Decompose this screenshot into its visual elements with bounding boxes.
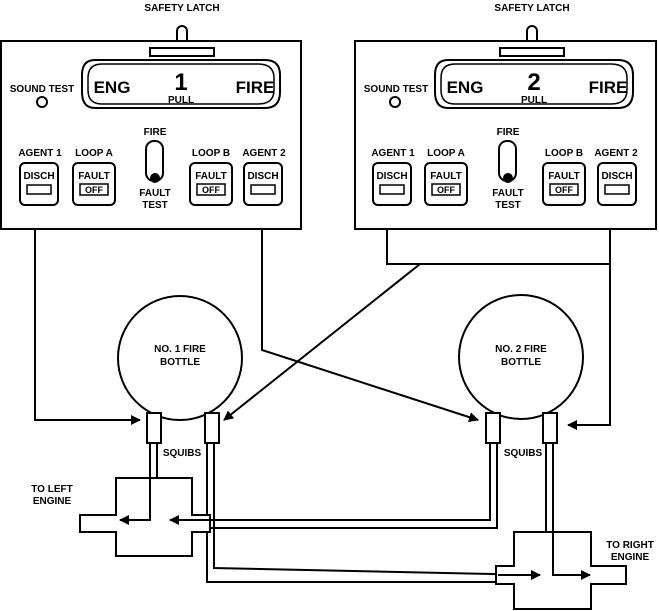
fire-test-label: FIRE bbox=[144, 127, 167, 138]
fire-bottle-1: NO. 1 FIRE BOTTLE SQUIBS bbox=[117, 295, 243, 459]
handle-pull-label: PULL bbox=[521, 95, 547, 106]
handle-eng-label: ENG bbox=[447, 78, 484, 97]
fire-fault-test-switch[interactable] bbox=[498, 140, 517, 183]
off-label: OFF bbox=[85, 185, 103, 195]
off-label: OFF bbox=[555, 185, 573, 195]
pipe-b2-left bbox=[174, 443, 491, 525]
safety-latch-label: SAFETY LATCH bbox=[144, 3, 219, 14]
fault-label: FAULT bbox=[195, 171, 226, 182]
fault-test-label: FAULT bbox=[492, 188, 523, 199]
agent-2-label: AGENT 2 bbox=[242, 148, 286, 159]
agent-1-disch-button[interactable]: DISCH bbox=[19, 162, 59, 206]
loop-a-fault-button[interactable]: FAULT OFF bbox=[424, 162, 468, 206]
left-engine-manifold: TO LEFT ENGINE bbox=[31, 477, 211, 557]
loop-b-fault-button[interactable]: FAULT OFF bbox=[542, 162, 586, 206]
disch-light bbox=[250, 184, 276, 195]
agent-2-label: AGENT 2 bbox=[594, 148, 638, 159]
handle-eng-label: ENG bbox=[94, 78, 131, 97]
disch-light bbox=[26, 184, 52, 195]
pipe-b1-right-inner bbox=[213, 443, 541, 576]
sound-test-button[interactable] bbox=[389, 96, 401, 108]
test-label: TEST bbox=[495, 200, 521, 211]
fire-control-panel-2: SAFETY LATCH ENG 2 PULL FIRE SOUND TEST … bbox=[354, 3, 657, 230]
off-label: OFF bbox=[202, 185, 220, 195]
right-engine-label-line1: TO RIGHT bbox=[606, 540, 654, 551]
loop-a-label: LOOP A bbox=[75, 148, 113, 159]
right-engine-label-line2: ENGINE bbox=[611, 552, 650, 563]
test-label: TEST bbox=[142, 200, 168, 211]
fault-label: FAULT bbox=[548, 171, 579, 182]
sound-test-label: SOUND TEST bbox=[364, 84, 428, 95]
squib-left bbox=[146, 412, 162, 444]
disch-label: DISCH bbox=[601, 171, 632, 182]
fire-control-panel-1: SAFETY LATCH ENG 1 PULL FIRE SOUND TEST … bbox=[0, 3, 302, 230]
wire-p1-agent2 bbox=[261, 229, 479, 422]
disch-light bbox=[379, 184, 405, 195]
loop-b-label: LOOP B bbox=[192, 148, 230, 159]
bottle-2-label-line1: NO. 2 FIRE bbox=[495, 344, 547, 355]
handle-fire-label: FIRE bbox=[236, 78, 275, 97]
agent-2-disch-button[interactable]: DISCH bbox=[243, 162, 283, 206]
pipe-b1-right bbox=[206, 443, 505, 583]
disch-label: DISCH bbox=[23, 171, 54, 182]
wiring bbox=[34, 229, 611, 430]
disch-light bbox=[604, 184, 630, 195]
sound-test-label: SOUND TEST bbox=[10, 84, 74, 95]
agent-piping bbox=[119, 443, 591, 583]
off-label: OFF bbox=[437, 185, 455, 195]
bottle-1-body bbox=[117, 295, 243, 421]
squib-right bbox=[542, 412, 558, 444]
loop-a-label: LOOP A bbox=[427, 148, 465, 159]
loop-a-fault-button[interactable]: FAULT OFF bbox=[72, 162, 116, 206]
agent-1-label: AGENT 1 bbox=[371, 148, 415, 159]
wire-p2-agent2 bbox=[567, 264, 611, 430]
loop-b-fault-button[interactable]: FAULT OFF bbox=[189, 162, 233, 206]
squib-left bbox=[485, 412, 501, 444]
handle-fire-label: FIRE bbox=[589, 78, 628, 97]
handle-pull-label: PULL bbox=[168, 95, 194, 106]
fire-fault-test-switch[interactable] bbox=[145, 140, 164, 183]
handle-number: 2 bbox=[527, 69, 540, 96]
left-engine-label-line2: ENGINE bbox=[33, 496, 72, 507]
handle-number: 1 bbox=[174, 69, 187, 96]
agent-2-disch-button[interactable]: DISCH bbox=[597, 162, 637, 206]
eng-fire-handle-1[interactable]: ENG 1 PULL FIRE bbox=[81, 59, 281, 109]
fire-bottle-2: NO. 2 FIRE BOTTLE SQUIBS bbox=[458, 294, 584, 459]
agent-1-label: AGENT 1 bbox=[18, 148, 62, 159]
wire-p1-agent1 bbox=[34, 229, 141, 425]
fire-test-label: FIRE bbox=[497, 127, 520, 138]
safety-latch-label: SAFETY LATCH bbox=[494, 3, 569, 14]
squib-right bbox=[204, 412, 220, 444]
loop-b-label: LOOP B bbox=[545, 148, 583, 159]
agent-1-disch-button[interactable]: DISCH bbox=[372, 162, 412, 206]
latch-bar-2 bbox=[499, 47, 565, 57]
wire-p2-bus bbox=[387, 229, 611, 265]
bottle-2-body bbox=[458, 294, 584, 420]
fault-test-label: FAULT bbox=[139, 188, 170, 199]
fault-label: FAULT bbox=[78, 171, 109, 182]
bottle-1-label-line2: BOTTLE bbox=[160, 357, 200, 368]
squibs-label: SQUIBS bbox=[504, 448, 543, 459]
bottle-2-label-line2: BOTTLE bbox=[501, 357, 541, 368]
sound-test-button[interactable] bbox=[36, 96, 48, 108]
squibs-label: SQUIBS bbox=[163, 448, 202, 459]
bottle-1-label-line1: NO. 1 FIRE bbox=[154, 344, 206, 355]
disch-label: DISCH bbox=[247, 171, 278, 182]
right-engine-manifold: TO RIGHT ENGINE bbox=[495, 531, 654, 610]
fault-label: FAULT bbox=[430, 171, 461, 182]
left-engine-label-line1: TO LEFT bbox=[31, 484, 72, 495]
disch-label: DISCH bbox=[376, 171, 407, 182]
pipe-b2-left-inner bbox=[192, 443, 498, 529]
latch-bar-1 bbox=[149, 47, 215, 57]
eng-fire-handle-2[interactable]: ENG 2 PULL FIRE bbox=[434, 59, 634, 109]
